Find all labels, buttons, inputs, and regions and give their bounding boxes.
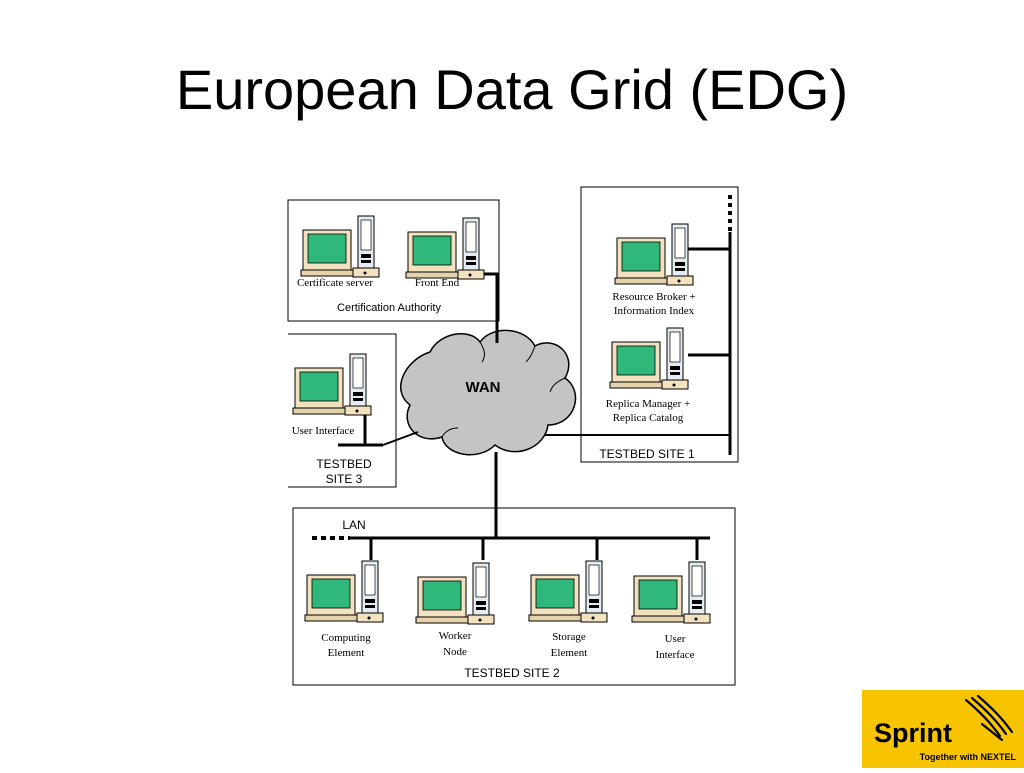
testbed-site3-label-line2: SITE 3 (326, 472, 363, 486)
storage-element-label-line1: Storage (552, 631, 586, 643)
testbed-site1-label: TESTBED SITE 1 (599, 447, 695, 461)
testbed-site3-box (288, 333, 397, 488)
replica-manager-label-line1: Replica Manager + (606, 398, 690, 410)
sprint-pin-icon (964, 694, 1014, 742)
worker-node-label-line2: Node (443, 646, 467, 658)
storage-element-computer-icon (528, 560, 608, 623)
site3-user-interface-label: User Interface (292, 425, 355, 437)
resource-broker-label-line1: Resource Broker + (612, 291, 695, 303)
certificate-server-computer-icon (300, 215, 380, 278)
sprint-tagline-text: Together with NEXTEL (920, 752, 1017, 762)
storage-element-label-line2: Element (551, 647, 588, 659)
testbed-site2-box (292, 507, 736, 686)
worker-node-label-line1: Worker (439, 630, 472, 642)
lan-label: LAN (342, 518, 365, 532)
front-end-computer-icon (405, 217, 485, 280)
replica-manager-label-line2: Replica Catalog (613, 412, 684, 424)
resource-broker-computer-icon (614, 223, 694, 286)
sprint-brand-text: Sprint (874, 718, 952, 748)
testbed-site2-label: TESTBED SITE 2 (464, 666, 560, 680)
front-end-label: Front End (415, 277, 460, 289)
certification-authority-label: Certification Authority (337, 302, 441, 314)
sprint-logo-mark: Sprint Together with NEXTEL (874, 694, 1017, 762)
wan-label: WAN (466, 379, 501, 396)
sprint-logo: Sprint Together with NEXTEL (862, 690, 1024, 768)
worker-node-computer-icon (415, 562, 495, 625)
computing-element-label-line1: Computing (321, 632, 371, 644)
certificate-server-label: Certificate server (297, 277, 373, 289)
site3-wan-link (382, 431, 419, 446)
page-title: European Data Grid (EDG) (175, 58, 849, 121)
user-interface-computer-icon (631, 561, 711, 624)
user-interface-label-line2: Interface (655, 649, 694, 661)
certification-authority-box (287, 199, 500, 322)
user-interface-label-line1: User (665, 633, 686, 645)
resource-broker-label-line2: Information Index (614, 305, 695, 317)
computing-element-label-line2: Element (328, 647, 365, 659)
replica-manager-computer-icon (609, 327, 689, 390)
site3-user-interface-computer-icon (292, 353, 372, 416)
computing-element-computer-icon (304, 560, 384, 623)
testbed-site1-box (580, 186, 739, 463)
testbed-site3-label-line1: TESTBED (316, 457, 372, 471)
